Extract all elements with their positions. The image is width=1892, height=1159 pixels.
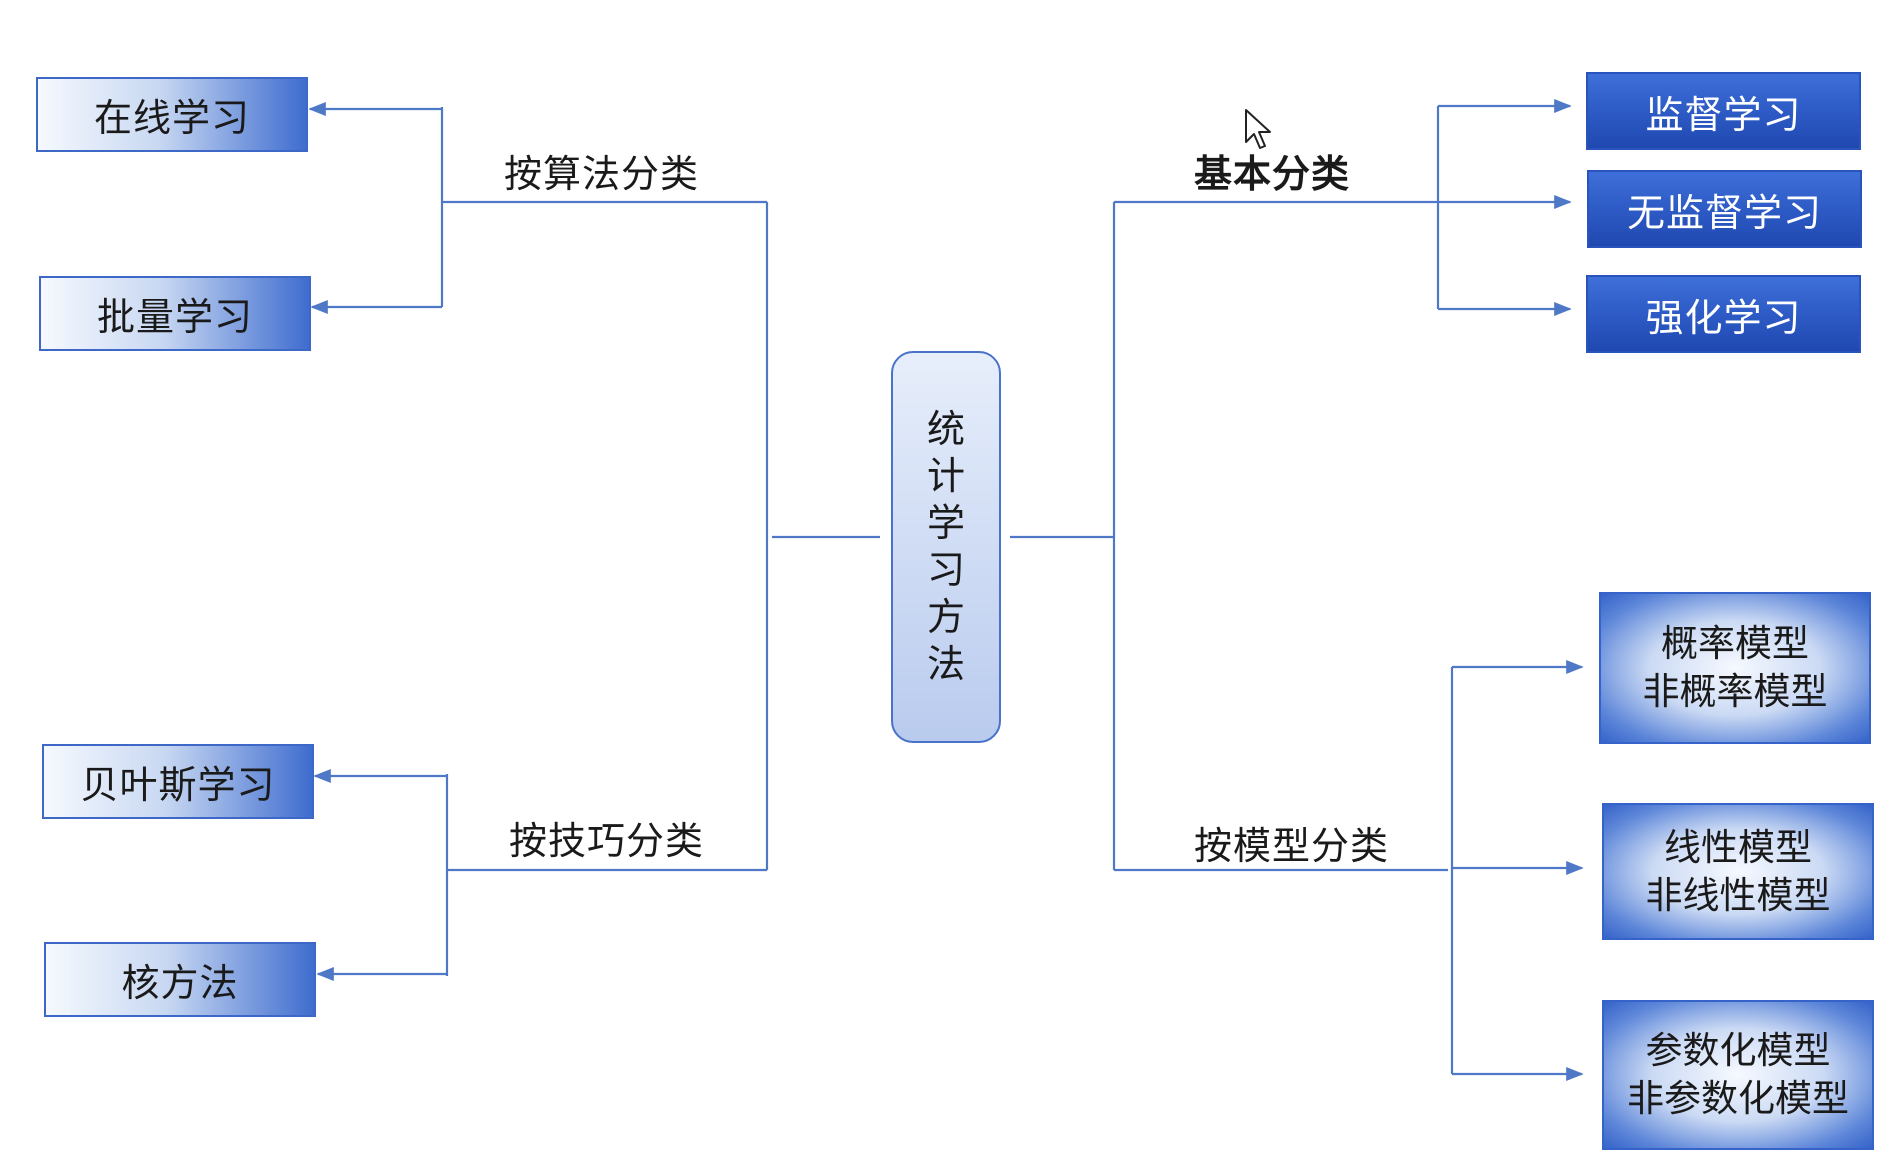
center-char: 方 — [926, 595, 965, 639]
node-kernel-method: 核方法 — [44, 942, 316, 1017]
node-label: 在线学习 — [93, 96, 250, 140]
node-label: 无监督学习 — [1626, 190, 1822, 235]
node-label: 批量学习 — [96, 295, 253, 339]
mouse-pointer-icon — [1245, 109, 1271, 149]
node-label-line: 非参数化模型 — [1627, 1077, 1849, 1120]
node-batch-learning: 批量学习 — [39, 276, 311, 351]
node-label-line: 非线性模型 — [1645, 873, 1831, 917]
node-label-line: 非概率模型 — [1642, 670, 1828, 713]
node-label-line: 概率模型 — [1661, 622, 1809, 665]
node-label: 强化学习 — [1645, 295, 1802, 340]
node-unsupervised-learning: 无监督学习 — [1587, 170, 1862, 248]
center-char: 学 — [926, 501, 965, 545]
center-char: 统 — [926, 407, 965, 451]
branch-label-basic: 基本分类 — [1194, 152, 1351, 196]
node-reinforcement-learning: 强化学习 — [1586, 275, 1861, 353]
node-probabilistic-models: 概率模型 非概率模型 — [1599, 592, 1871, 744]
branch-label-algorithm: 按算法分类 — [504, 152, 700, 196]
node-label: 核方法 — [121, 961, 239, 1005]
node-label-line: 参数化模型 — [1645, 1029, 1831, 1072]
node-online-learning: 在线学习 — [36, 77, 308, 152]
center-char: 计 — [926, 454, 965, 498]
center-char: 法 — [926, 642, 965, 686]
center-char: 习 — [926, 548, 965, 592]
node-label-line: 线性模型 — [1664, 825, 1812, 869]
node-label: 贝叶斯学习 — [80, 763, 276, 807]
branch-label-technique: 按技巧分类 — [509, 819, 705, 863]
node-label: 监督学习 — [1645, 92, 1802, 137]
center-node-statistical-learning-methods: 统 计 学 习 方 法 — [891, 351, 1001, 743]
node-linear-models: 线性模型 非线性模型 — [1602, 803, 1874, 940]
node-bayesian-learning: 贝叶斯学习 — [42, 744, 314, 819]
branch-label-model: 按模型分类 — [1194, 824, 1390, 868]
node-parametric-models: 参数化模型 非参数化模型 — [1602, 1000, 1874, 1150]
node-supervised-learning: 监督学习 — [1586, 72, 1861, 150]
